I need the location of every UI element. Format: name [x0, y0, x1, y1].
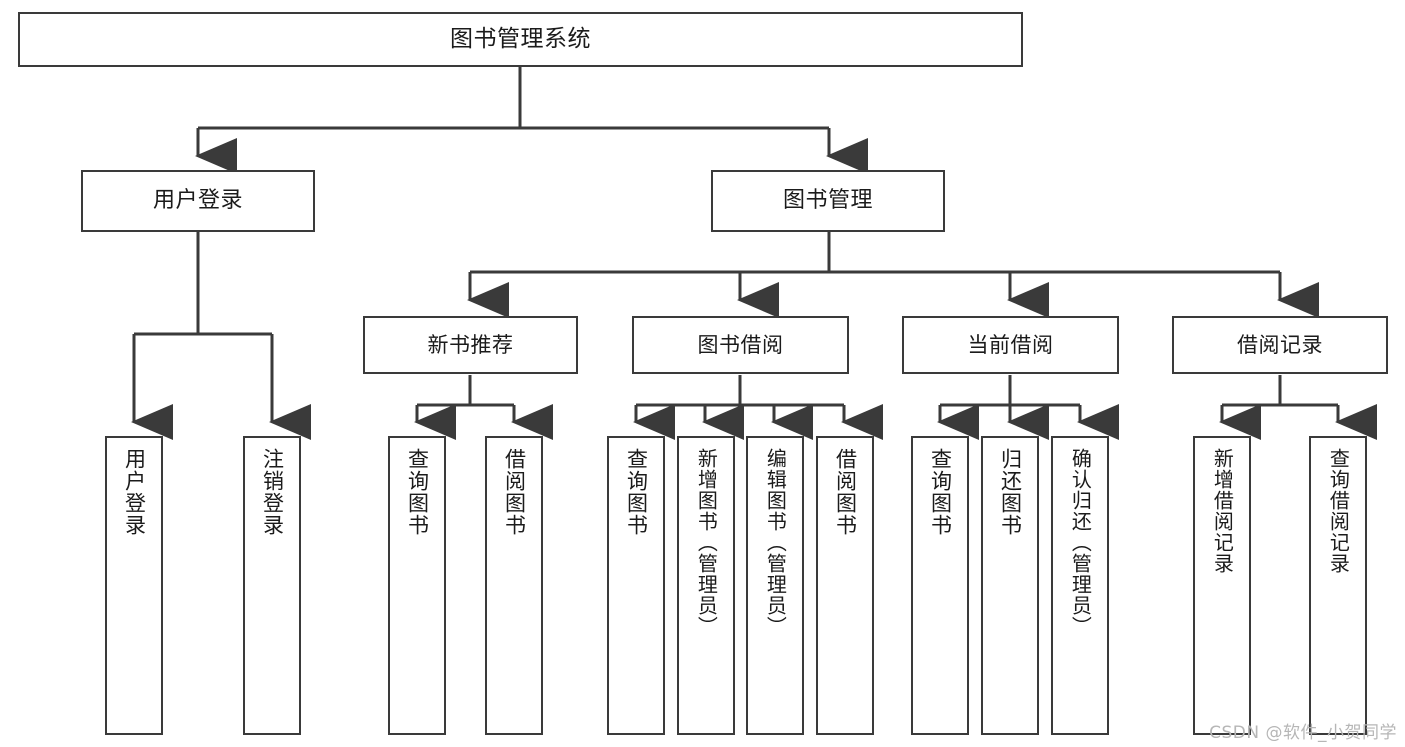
node-new-book-recommend-label: 新书推荐: [427, 332, 514, 357]
node-leaf-book-borrow-add-label: 新增图书（管理员）: [694, 448, 719, 637]
node-book-borrow[interactable]: 图书借阅: [632, 316, 849, 374]
node-leaf-current-borrow-confirm[interactable]: 确认归还（管理员）: [1051, 436, 1109, 735]
node-leaf-book-borrow-edit[interactable]: 编辑图书（管理员）: [746, 436, 804, 735]
node-leaf-book-borrow-query-label: 查询图书: [624, 448, 649, 536]
node-leaf-book-borrow-lend[interactable]: 借阅图书: [816, 436, 874, 735]
node-leaf-borrow-record-query[interactable]: 查询借阅记录: [1309, 436, 1367, 735]
node-leaf-borrow-record-add[interactable]: 新增借阅记录: [1193, 436, 1251, 735]
node-leaf-current-borrow-return[interactable]: 归还图书: [981, 436, 1039, 735]
node-leaf-current-borrow-confirm-label: 确认归还（管理员）: [1068, 448, 1093, 637]
node-leaf-user-login-signout-label: 注销登录: [260, 448, 285, 536]
node-leaf-current-borrow-query-label: 查询图书: [928, 448, 953, 536]
node-leaf-new-book-query[interactable]: 查询图书: [388, 436, 446, 735]
node-leaf-borrow-record-add-label: 新增借阅记录: [1210, 448, 1235, 574]
node-current-borrow[interactable]: 当前借阅: [902, 316, 1119, 374]
node-leaf-book-borrow-add[interactable]: 新增图书（管理员）: [677, 436, 735, 735]
node-leaf-new-book-borrow-label: 借阅图书: [502, 448, 527, 536]
node-leaf-current-borrow-return-label: 归还图书: [998, 448, 1023, 536]
node-user-login[interactable]: 用户登录: [81, 170, 315, 232]
node-current-borrow-label: 当前借阅: [967, 332, 1054, 357]
node-book-borrow-label: 图书借阅: [697, 332, 784, 357]
node-leaf-user-login-signin[interactable]: 用户登录: [105, 436, 163, 735]
node-book-management[interactable]: 图书管理: [711, 170, 945, 232]
node-leaf-new-book-borrow[interactable]: 借阅图书: [485, 436, 543, 735]
node-borrow-record-label: 借阅记录: [1237, 332, 1323, 357]
csdn-watermark: CSDN @软件_小贺同学: [1209, 723, 1397, 743]
node-book-management-label: 图书管理: [782, 188, 873, 214]
node-user-login-label: 用户登录: [152, 188, 243, 214]
node-leaf-new-book-query-label: 查询图书: [405, 448, 430, 536]
node-leaf-user-login-signin-label: 用户登录: [122, 448, 147, 536]
node-borrow-record[interactable]: 借阅记录: [1172, 316, 1388, 374]
node-root-system-label: 图书管理系统: [450, 25, 591, 52]
node-root-system[interactable]: 图书管理系统: [18, 12, 1023, 67]
node-leaf-user-login-signout[interactable]: 注销登录: [243, 436, 301, 735]
node-new-book-recommend[interactable]: 新书推荐: [363, 316, 578, 374]
node-leaf-borrow-record-query-label: 查询借阅记录: [1326, 448, 1351, 574]
node-leaf-book-borrow-lend-label: 借阅图书: [833, 448, 858, 536]
node-leaf-book-borrow-query[interactable]: 查询图书: [607, 436, 665, 735]
node-leaf-book-borrow-edit-label: 编辑图书（管理员）: [763, 448, 788, 637]
node-leaf-current-borrow-query[interactable]: 查询图书: [911, 436, 969, 735]
